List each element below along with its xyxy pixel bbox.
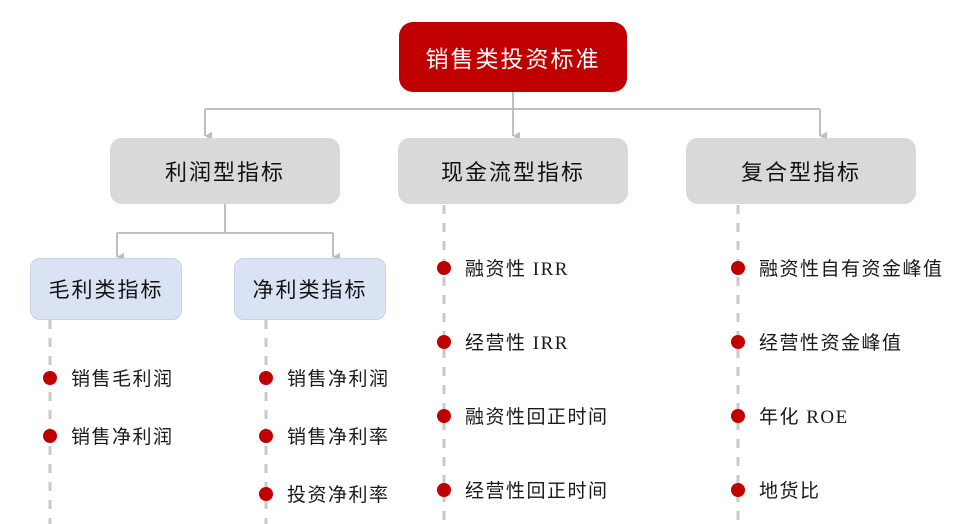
list-item[interactable]: 地货比 bbox=[731, 476, 821, 503]
bullet-icon bbox=[731, 260, 745, 275]
list-item[interactable]: 销售净利润 bbox=[259, 364, 390, 391]
bullet-icon bbox=[259, 486, 273, 501]
list-item[interactable]: 销售毛利润 bbox=[43, 364, 174, 391]
list-item[interactable]: 经营性 IRR bbox=[437, 328, 569, 355]
node-cashflow-indicators[interactable]: 现金流型指标 bbox=[398, 138, 628, 204]
bullet-icon bbox=[259, 428, 273, 443]
list-item-label: 融资性回正时间 bbox=[465, 407, 609, 428]
list-item[interactable]: 经营性资金峰值 bbox=[731, 328, 903, 355]
node-composite-indicators[interactable]: 复合型指标 bbox=[686, 138, 916, 204]
list-item-label: 经营性资金峰值 bbox=[759, 333, 903, 354]
bullet-icon bbox=[731, 482, 745, 497]
list-item-label: 融资性自有资金峰值 bbox=[759, 259, 944, 280]
list-item-label: 销售净利率 bbox=[287, 427, 390, 448]
bullet-icon bbox=[43, 370, 57, 385]
bullet-icon bbox=[259, 370, 273, 385]
list-item-label: 经营性回正时间 bbox=[465, 481, 609, 502]
list-item[interactable]: 年化 ROE bbox=[731, 402, 849, 429]
list-item-label: 销售毛利润 bbox=[71, 369, 174, 390]
node-net-profit-indicators[interactable]: 净利类指标 bbox=[234, 258, 386, 320]
list-item-label: 地货比 bbox=[759, 481, 821, 502]
list-item[interactable]: 融资性 IRR bbox=[437, 254, 569, 281]
list-item[interactable]: 融资性自有资金峰值 bbox=[731, 254, 944, 281]
bullet-icon bbox=[437, 260, 451, 275]
list-item[interactable]: 销售净利润 bbox=[43, 422, 174, 449]
list-item-label: 销售净利润 bbox=[287, 369, 390, 390]
bullet-icon bbox=[731, 408, 745, 423]
list-item[interactable]: 经营性回正时间 bbox=[437, 476, 609, 503]
list-item[interactable]: 融资性回正时间 bbox=[437, 402, 609, 429]
bullet-icon bbox=[437, 408, 451, 423]
bullet-icon bbox=[437, 334, 451, 349]
bullet-icon bbox=[731, 334, 745, 349]
list-item[interactable]: 投资净利率 bbox=[259, 480, 390, 507]
node-gross-profit-indicators[interactable]: 毛利类指标 bbox=[30, 258, 182, 320]
bullet-icon bbox=[43, 428, 57, 443]
list-item-label: 融资性 IRR bbox=[465, 259, 569, 280]
bullet-icon bbox=[437, 482, 451, 497]
list-item-label: 投资净利率 bbox=[287, 485, 390, 506]
list-item-label: 销售净利润 bbox=[71, 427, 174, 448]
list-item[interactable]: 销售净利率 bbox=[259, 422, 390, 449]
node-profit-indicators[interactable]: 利润型指标 bbox=[110, 138, 340, 204]
list-item-label: 年化 ROE bbox=[759, 407, 849, 428]
node-root[interactable]: 销售类投资标准 bbox=[399, 22, 627, 92]
list-item-label: 经营性 IRR bbox=[465, 333, 569, 354]
